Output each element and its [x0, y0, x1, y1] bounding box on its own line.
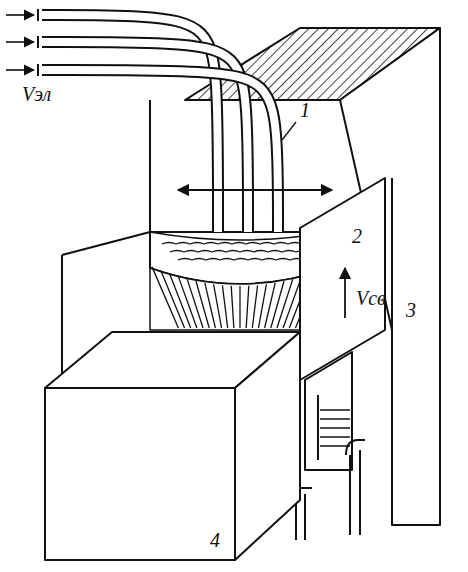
copper-shoe	[300, 178, 385, 380]
callout-number: 4	[210, 530, 220, 550]
cooling-rib	[320, 418, 350, 420]
cooling-rib	[320, 427, 350, 429]
cooling-rib	[320, 409, 350, 411]
electrode-end	[37, 9, 39, 21]
left-plate	[62, 232, 150, 255]
crystal-line	[246, 286, 249, 328]
speed-label: Vсв	[356, 288, 386, 308]
crystal-line	[187, 279, 203, 328]
oscillation-arrow	[178, 189, 332, 191]
callout-number: 3	[406, 300, 416, 320]
slag-wave	[178, 259, 304, 261]
workpiece-edge	[391, 178, 393, 330]
block-front	[45, 388, 235, 560]
crystal-line	[231, 286, 234, 328]
crystal-line	[271, 281, 284, 328]
slag-wave	[170, 251, 310, 253]
crystal-line	[252, 285, 257, 328]
electrode-guide	[42, 70, 278, 232]
crystal-line	[258, 284, 266, 328]
electrode-end	[37, 64, 39, 76]
crystal-line	[196, 281, 209, 328]
cooling-rib	[320, 436, 350, 438]
crystal-line	[214, 284, 222, 328]
callout-number: 1	[300, 100, 310, 120]
welding-speed-arrow	[344, 268, 346, 318]
feed-arrow	[6, 41, 34, 43]
leader-line	[282, 122, 296, 140]
crystal-line	[265, 283, 276, 328]
feed-arrow	[6, 14, 34, 16]
feed-arrow	[6, 69, 34, 71]
cooling-box-edge	[317, 395, 319, 460]
electrode-guide-inner	[42, 70, 278, 232]
crystal-line	[277, 279, 293, 328]
speed-label: Vэл	[22, 84, 51, 104]
cooling-rib	[320, 445, 350, 447]
electrode-end	[37, 36, 39, 48]
crystal-line	[205, 283, 216, 328]
crystal-line	[161, 271, 185, 328]
cooling-box	[305, 352, 352, 470]
block-side	[235, 332, 300, 560]
crystal-line	[152, 267, 178, 328]
cooling-pipe	[346, 440, 365, 535]
crystal-line	[239, 286, 240, 328]
callout-number: 2	[352, 226, 362, 246]
crystal-line	[222, 285, 227, 328]
back-wall	[149, 100, 151, 232]
